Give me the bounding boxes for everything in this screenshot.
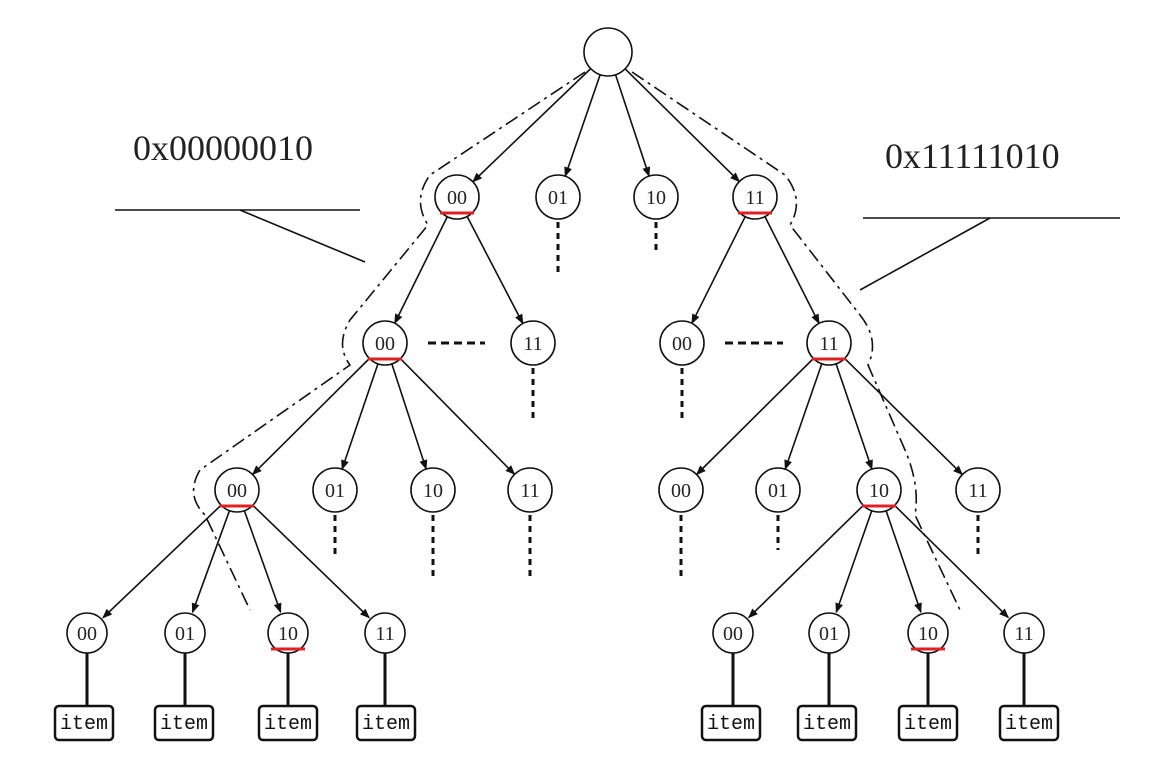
right-callout-pointer <box>859 217 991 291</box>
item-box <box>796 704 858 742</box>
tree-node <box>732 174 778 220</box>
node-label: 00 <box>77 623 97 645</box>
left-callout-pointer <box>239 209 366 263</box>
node-label: 01 <box>819 623 839 645</box>
edge-arrow <box>764 216 820 325</box>
edge-arrow <box>399 358 516 476</box>
edge-arrow <box>748 504 864 619</box>
tree-node <box>856 467 902 513</box>
edge-arrow <box>885 510 922 614</box>
node-label: 11 <box>1014 623 1033 645</box>
node-label: 10 <box>423 480 443 502</box>
item-label: item <box>60 713 108 736</box>
edge-arrow <box>102 504 222 619</box>
edge-arrow <box>784 363 823 471</box>
node-label: 00 <box>723 623 743 645</box>
node-label: 11 <box>375 623 394 645</box>
edge-arrow <box>191 510 231 614</box>
tree-node <box>755 467 801 513</box>
node-label: 11 <box>520 480 539 502</box>
item-label: item <box>160 713 208 736</box>
item-label: item <box>1005 713 1053 736</box>
tree-node <box>214 467 260 513</box>
tree-node <box>362 320 408 366</box>
node-label: 01 <box>548 187 568 209</box>
item-box <box>998 704 1060 742</box>
item-box <box>355 704 417 742</box>
left-search-path <box>192 71 586 611</box>
item-box <box>153 704 215 742</box>
node-label: 10 <box>646 187 666 209</box>
edge-arrow <box>894 504 1010 619</box>
tree-node <box>410 467 456 513</box>
item-label: item <box>707 713 755 736</box>
edge-arrow <box>844 357 964 476</box>
root-node <box>583 27 633 77</box>
node-label: 10 <box>918 623 938 645</box>
item-label: item <box>803 713 851 736</box>
node-label: 01 <box>768 480 788 502</box>
item-label: item <box>904 713 952 736</box>
right-search-path <box>631 71 961 611</box>
tree-node <box>434 174 480 220</box>
item-label: item <box>362 713 410 736</box>
node-label: 11 <box>523 333 542 355</box>
edge-arrow <box>466 216 524 325</box>
node-label: 00 <box>227 480 247 502</box>
tree-node <box>955 467 1001 513</box>
tree-node <box>312 467 358 513</box>
edge-arrow <box>691 216 746 325</box>
edge-arrow <box>695 357 814 476</box>
node-label: 11 <box>968 480 987 502</box>
node-label: 00 <box>672 333 692 355</box>
node-label: 11 <box>819 333 838 355</box>
tree-node <box>507 467 553 513</box>
tree-node <box>633 174 679 220</box>
node-label: 11 <box>745 187 764 209</box>
edge-arrow <box>243 510 282 614</box>
node-label: 00 <box>447 187 467 209</box>
edge-arrow <box>341 363 379 471</box>
item-box <box>897 704 959 742</box>
edge-arrow <box>835 363 873 471</box>
tree-node <box>510 320 556 366</box>
edge-arrow <box>614 74 651 178</box>
item-box <box>700 704 762 742</box>
edge-arrow <box>564 74 601 178</box>
left-address-label: 0x00000010 <box>133 128 313 168</box>
item-box <box>53 704 115 742</box>
tree-node <box>535 174 581 220</box>
node-label: 10 <box>278 623 298 645</box>
tree-node <box>806 320 852 366</box>
edge-arrow <box>835 510 873 614</box>
edge-arrow <box>391 363 428 471</box>
node-label: 00 <box>375 333 395 355</box>
edge-arrow <box>252 504 370 619</box>
edge-arrow <box>251 357 370 476</box>
node-label: 00 <box>671 480 691 502</box>
edge-arrow <box>624 68 741 183</box>
edge-arrow <box>472 68 592 183</box>
node-label: 01 <box>325 480 345 502</box>
item-box <box>257 704 319 742</box>
tree-node <box>659 320 705 366</box>
node-label: 01 <box>175 623 195 645</box>
node-label: 10 <box>869 480 889 502</box>
right-address-label: 0x11111010 <box>885 136 1060 176</box>
edge-arrow <box>394 216 448 325</box>
tree-node <box>658 467 704 513</box>
item-label: item <box>264 713 312 736</box>
